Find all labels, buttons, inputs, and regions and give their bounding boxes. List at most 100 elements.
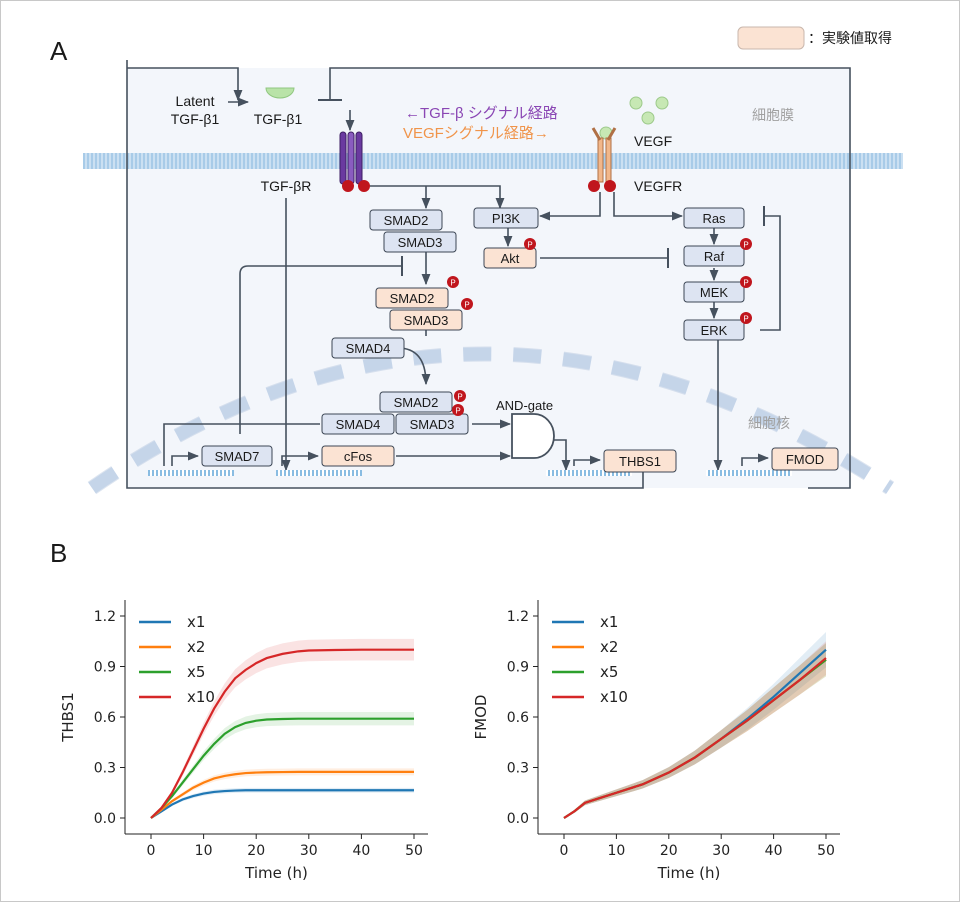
phospho-label: P bbox=[457, 393, 462, 402]
x-tick-label: 10 bbox=[607, 843, 625, 859]
measured-legend-swatch bbox=[737, 26, 805, 50]
phospho-icon bbox=[454, 390, 466, 402]
measured-legend-text: ：実験値取得 bbox=[808, 30, 892, 46]
x-tick-label: 50 bbox=[817, 843, 835, 859]
series-band bbox=[151, 712, 414, 818]
svg-text:SMAD2: SMAD2 bbox=[394, 395, 439, 410]
tgfb-receptor-icon bbox=[339, 131, 363, 185]
legend-label: x1 bbox=[187, 613, 205, 631]
node-mek: MEK bbox=[683, 281, 745, 303]
x-tick-label: 30 bbox=[712, 843, 730, 859]
node-smad2-a: SMAD2 bbox=[369, 209, 443, 231]
phospho-icon bbox=[342, 180, 354, 192]
legend-label: x5 bbox=[187, 663, 205, 681]
cell-background bbox=[127, 68, 850, 488]
x-tick-label: 0 bbox=[147, 843, 156, 859]
svg-text:SMAD2: SMAD2 bbox=[390, 291, 435, 306]
phospho-label: P bbox=[743, 241, 748, 250]
tgfbr-label: TGF-βR bbox=[261, 178, 312, 194]
nucleus-label: 細胞核 bbox=[748, 415, 790, 431]
x-tick-label: 50 bbox=[405, 843, 423, 859]
node-akt: Akt bbox=[483, 247, 537, 269]
series-band bbox=[151, 787, 414, 818]
svg-text:SMAD4: SMAD4 bbox=[336, 417, 381, 432]
panel-a-label: A bbox=[50, 36, 68, 66]
tgf-pathway-label: ←TGF-β シグナル経路 bbox=[405, 105, 558, 122]
y-tick-label: 0.6 bbox=[507, 710, 529, 726]
dna-strip bbox=[706, 470, 792, 476]
phospho-icon bbox=[524, 238, 536, 250]
cell-membrane bbox=[83, 153, 903, 169]
legend-label: x10 bbox=[600, 688, 628, 706]
legend-label: x1 bbox=[600, 613, 618, 631]
node-smad7: SMAD7 bbox=[201, 445, 273, 467]
svg-text:Raf: Raf bbox=[704, 249, 725, 264]
svg-text:THBS1: THBS1 bbox=[619, 454, 661, 469]
svg-text:cFos: cFos bbox=[344, 449, 373, 464]
svg-text:SMAD3: SMAD3 bbox=[410, 417, 455, 432]
and-gate-label: AND-gate bbox=[496, 398, 553, 413]
latent-label-1: Latent bbox=[176, 93, 215, 109]
x-axis-label: Time (h) bbox=[244, 864, 308, 882]
legend-label: x10 bbox=[187, 688, 215, 706]
phospho-icon bbox=[740, 312, 752, 324]
phospho-label: P bbox=[527, 241, 532, 250]
node-smad3-c: SMAD3 bbox=[395, 413, 469, 435]
node-fmod: FMOD bbox=[771, 447, 839, 471]
series-band bbox=[151, 768, 414, 818]
x-tick-label: 20 bbox=[247, 843, 265, 859]
x-axis-label: Time (h) bbox=[657, 864, 721, 882]
svg-text:ERK: ERK bbox=[701, 323, 728, 338]
tgfb1-label: TGF-β1 bbox=[254, 111, 303, 127]
legend-label: x2 bbox=[600, 638, 618, 656]
phospho-label: P bbox=[455, 407, 460, 416]
membrane-label: 細胞膜 bbox=[752, 107, 794, 123]
dna-strip bbox=[148, 470, 234, 476]
x-tick-label: 20 bbox=[660, 843, 678, 859]
vegf-pathway-label: VEGFシグナル経路→ bbox=[403, 125, 549, 142]
latent-label-2: TGF-β1 bbox=[171, 111, 220, 127]
node-smad4-c: SMAD4 bbox=[321, 413, 395, 435]
phospho-label: P bbox=[464, 301, 469, 310]
phospho-label: P bbox=[450, 279, 455, 288]
node-smad2-c: SMAD2 bbox=[379, 391, 453, 413]
series-line-x1 bbox=[150, 789, 414, 819]
phospho-icon bbox=[447, 276, 459, 288]
y-tick-label: 0.3 bbox=[507, 761, 529, 777]
nuclear-envelope bbox=[88, 347, 894, 494]
svg-text:FMOD: FMOD bbox=[786, 452, 824, 467]
svg-text:SMAD3: SMAD3 bbox=[404, 313, 449, 328]
dna-strip bbox=[546, 470, 632, 476]
phospho-label: P bbox=[743, 279, 748, 288]
y-tick-label: 1.2 bbox=[507, 609, 529, 625]
series-line-x2 bbox=[150, 770, 414, 819]
series-line-x5 bbox=[150, 717, 414, 819]
svg-text:SMAD7: SMAD7 bbox=[215, 449, 260, 464]
svg-text:SMAD3: SMAD3 bbox=[398, 235, 443, 250]
vegf-label: VEGF bbox=[634, 133, 672, 149]
x-tick-label: 40 bbox=[352, 843, 370, 859]
series-line-x10 bbox=[563, 657, 827, 819]
y-tick-label: 0.0 bbox=[94, 811, 116, 827]
svg-text:SMAD4: SMAD4 bbox=[346, 341, 391, 356]
node-cfos: cFos bbox=[321, 445, 395, 467]
node-thbs1: THBS1 bbox=[603, 449, 677, 473]
dna-strip bbox=[276, 470, 362, 476]
x-tick-label: 10 bbox=[195, 843, 213, 859]
fmod-inhibition-line bbox=[329, 67, 851, 489]
svg-text:SMAD2: SMAD2 bbox=[384, 213, 429, 228]
node-pi3k: PI3K bbox=[473, 207, 539, 229]
svg-text:Akt: Akt bbox=[501, 251, 520, 266]
series-line-x10 bbox=[150, 648, 414, 819]
y-axis-label: FMOD bbox=[472, 695, 490, 740]
x-tick-label: 40 bbox=[765, 843, 783, 859]
phospho-icon bbox=[740, 238, 752, 250]
node-ras: Ras bbox=[683, 207, 745, 229]
phospho-icon bbox=[461, 298, 473, 310]
latent-activation-edge bbox=[127, 67, 243, 102]
phospho-icon bbox=[452, 404, 464, 416]
